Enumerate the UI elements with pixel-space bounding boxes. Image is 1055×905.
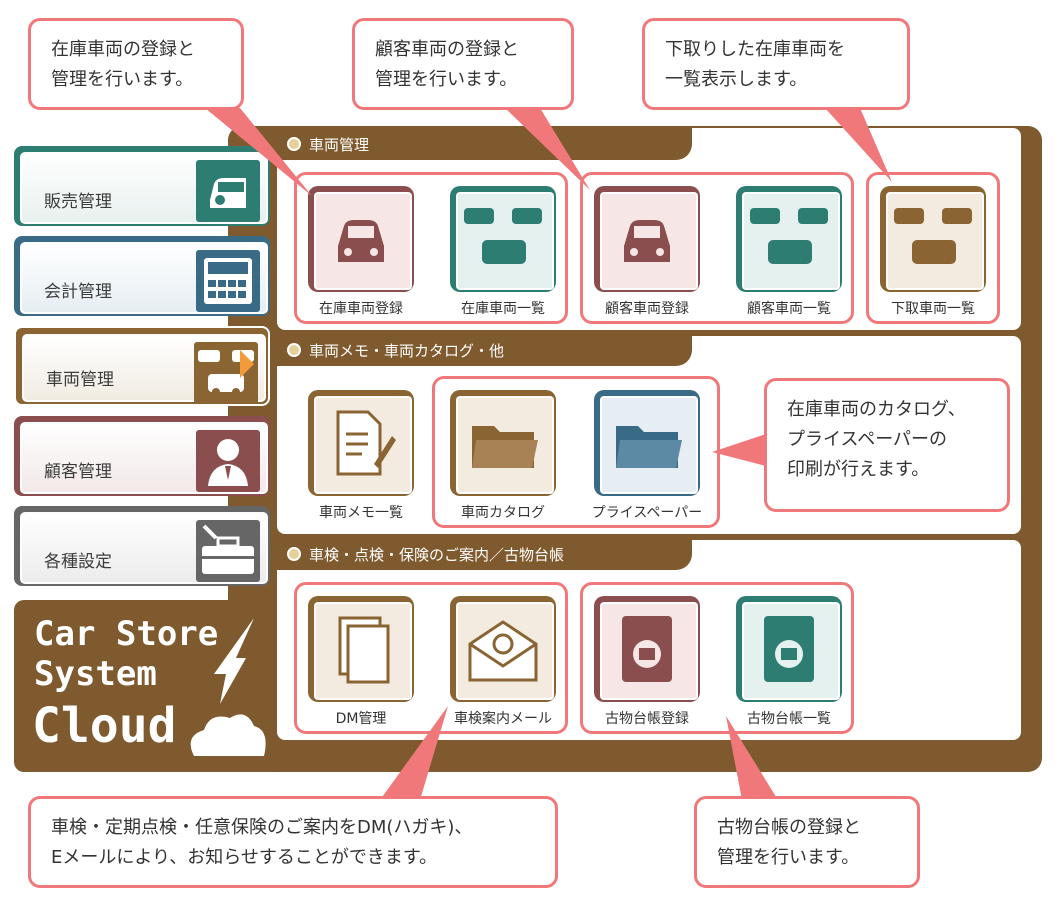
callout-text: 在庫車両のカタログ、 (787, 399, 966, 420)
callout-catalog: 在庫車両のカタログ、 プライスペーパーの 印刷が行えます。 (764, 378, 1010, 512)
stock-list-button[interactable] (450, 186, 556, 292)
folder-icon (600, 396, 698, 494)
callout-text: 管理を行います。 (717, 847, 860, 868)
sidebar-item-label: 販売管理 (44, 192, 112, 212)
car-front-icon (196, 160, 260, 222)
customer-register-button[interactable] (594, 186, 700, 292)
icon-label: DM管理 (335, 711, 387, 727)
section-title: 車検・点検・保険のご案内／古物台帳 (309, 545, 565, 564)
person-icon (196, 430, 260, 492)
callout-text: 管理を行います。 (375, 69, 518, 90)
section-header: 車両管理 (277, 128, 692, 160)
ledger-register-button[interactable] (594, 596, 700, 702)
section-header: 車両メモ・車両カタログ・他 (277, 334, 692, 366)
callout-text: 顧客車両の登録と (375, 39, 519, 60)
sidebar-item-vehicles[interactable]: 車両管理 (14, 326, 270, 406)
section-title: 車両メモ・車両カタログ・他 (309, 341, 505, 360)
car-icon (600, 192, 698, 290)
sidebar-item-label: 会計管理 (44, 282, 112, 302)
icon-label: 顧客車両一覧 (747, 301, 831, 317)
sidebar-item-label: 車両管理 (46, 370, 114, 390)
icon-label: 車検案内メール (454, 711, 552, 727)
group-tradein (866, 172, 1000, 324)
callout-text: 古物台帳の登録と (717, 817, 861, 838)
sidebar-item-customers[interactable]: 顧客管理 (14, 416, 270, 496)
email-icon (456, 602, 554, 700)
section-header: 車検・点検・保険のご案内／古物台帳 (277, 538, 692, 570)
callout-dm: 車検・定期点検・任意保険のご案内をDM(ハガキ)、 Eメールにより、お知らせする… (28, 796, 558, 888)
icon-label: 車両メモ一覧 (319, 505, 403, 521)
folder-icon (456, 396, 554, 494)
icon-label: 車両カタログ (461, 505, 545, 521)
callout-tradein: 下取りした在庫車両を 一覧表示します。 (642, 18, 910, 110)
callout-text: 印刷が行えます。 (787, 459, 930, 480)
icon-label: 在庫車両登録 (319, 301, 403, 317)
callout-text: 一覧表示します。 (665, 69, 808, 90)
callout-customer: 顧客車両の登録と 管理を行います。 (352, 18, 574, 110)
sidebar-item-label: 各種設定 (44, 552, 112, 572)
document-pen-icon (314, 396, 412, 494)
icon-label: 古物台帳登録 (605, 711, 689, 727)
bullet-icon (287, 547, 301, 561)
cloud-lightning-icon (190, 618, 266, 756)
sidebar-item-sales[interactable]: 販売管理 (14, 146, 270, 226)
sidebar-item-accounting[interactable]: 会計管理 (14, 236, 270, 316)
icon-label: プライスペーパー (591, 505, 703, 521)
callout-text: プライスペーパーの (787, 429, 948, 450)
callout-ledger: 古物台帳の登録と 管理を行います。 (694, 796, 920, 888)
active-arrow-icon (240, 350, 254, 378)
customer-list-button[interactable] (736, 186, 842, 292)
logo: Car Store System Cloud (14, 600, 276, 772)
stock-register-button[interactable] (308, 186, 414, 292)
bullet-icon (287, 137, 301, 151)
logo-line: Car Store (34, 614, 219, 654)
logo-line: System (34, 654, 157, 694)
callout-text: 在庫車両の登録と (51, 39, 195, 60)
bullet-icon (287, 343, 301, 357)
car-icon (314, 192, 412, 290)
icon-label: 在庫車両一覧 (461, 301, 545, 317)
callout-text: 管理を行います。 (51, 69, 194, 90)
cars-icon (742, 192, 840, 290)
postcards-icon (314, 602, 412, 700)
cars-icon (456, 192, 554, 290)
tradein-list-button[interactable] (880, 186, 986, 292)
ledger-list-button[interactable] (736, 596, 842, 702)
group-customer (580, 172, 854, 324)
group-stock (294, 172, 568, 324)
sidebar-item-settings[interactable]: 各種設定 (14, 506, 270, 586)
logo-line: Cloud (32, 698, 177, 754)
dm-button[interactable] (308, 596, 414, 702)
callout-text: 車検・定期点検・任意保険のご案内をDM(ハガキ)、 (51, 817, 473, 838)
group-ledger (580, 582, 854, 734)
catalog-button[interactable] (450, 390, 556, 496)
callout-stock: 在庫車両の登録と 管理を行います。 (28, 18, 244, 110)
icon-label: 古物台帳一覧 (747, 711, 831, 727)
callout-text: Eメールにより、お知らせすることができます。 (51, 847, 438, 868)
cars-icon (886, 192, 984, 290)
icon-label: 下取車両一覧 (891, 301, 975, 317)
section-title: 車両管理 (309, 135, 370, 154)
icon-label: 顧客車両登録 (605, 301, 689, 317)
ledger-book-icon (742, 602, 840, 700)
memo-list-button[interactable] (308, 390, 414, 496)
price-paper-button[interactable] (594, 390, 700, 496)
callout-text: 下取りした在庫車両を (665, 39, 845, 60)
calculator-icon (196, 250, 260, 312)
toolbox-icon (196, 520, 260, 582)
ledger-book-icon (600, 602, 698, 700)
mail-button[interactable] (450, 596, 556, 702)
sidebar-item-label: 顧客管理 (44, 462, 112, 482)
